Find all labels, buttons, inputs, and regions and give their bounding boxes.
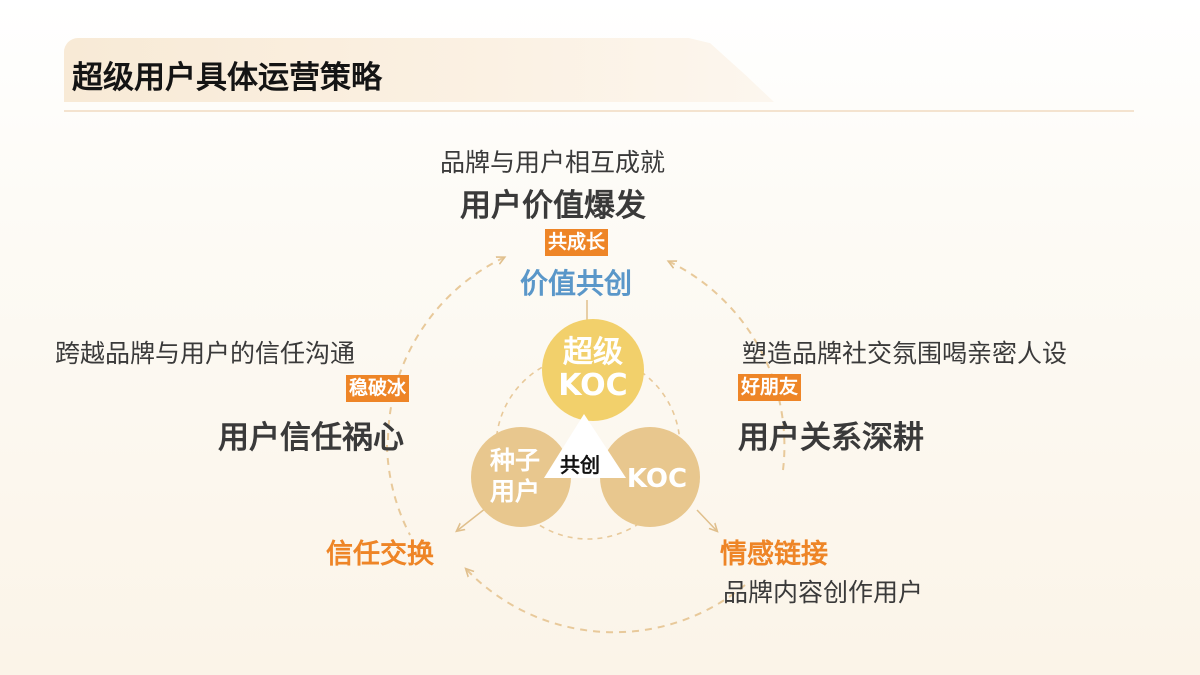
header-divider [64,110,1134,112]
koc-circle [600,427,700,527]
seed-user-line2: 用户 [489,477,540,507]
top-stage: 价值共创 [520,267,633,300]
top-title: 用户价值爆发 [460,188,646,224]
co-create-label: 共创 [560,453,600,477]
right-subtitle: 塑造品牌社交氛围喝亲密人设 [742,339,1068,368]
left-subtitle: 跨越品牌与用户的信任沟通 [55,339,356,368]
top-tag: 共成长 [545,229,609,256]
header-band [64,38,774,102]
page-title: 超级用户具体运营策略 [72,60,382,96]
left-stage: 信任交换 [326,539,434,570]
seed-user-line1: 种子 [489,446,540,475]
right-title: 用户关系深耕 [738,420,924,456]
right-caption: 品牌内容创作用户 [723,578,924,607]
arc-left-to-top [387,258,503,441]
right-tag: 好朋友 [738,374,802,401]
arc-bottom [467,570,746,634]
left-title: 用户信任祸心 [218,420,404,456]
super-koc-line2: KOC [558,368,628,403]
super-koc-label: 超级 KOC [543,336,643,402]
super-koc-circle [542,319,644,421]
co-create-triangle [544,414,626,478]
koc-label: KOC [626,464,688,494]
left-tag: 稳破冰 [346,375,410,402]
seed-user-circle [471,427,571,527]
top-subtitle: 品牌与用户相互成就 [440,148,666,177]
seed-user-label: 种子 用户 [480,445,550,508]
right-stage: 情感链接 [720,539,828,570]
super-koc-line1: 超级 [563,335,623,370]
